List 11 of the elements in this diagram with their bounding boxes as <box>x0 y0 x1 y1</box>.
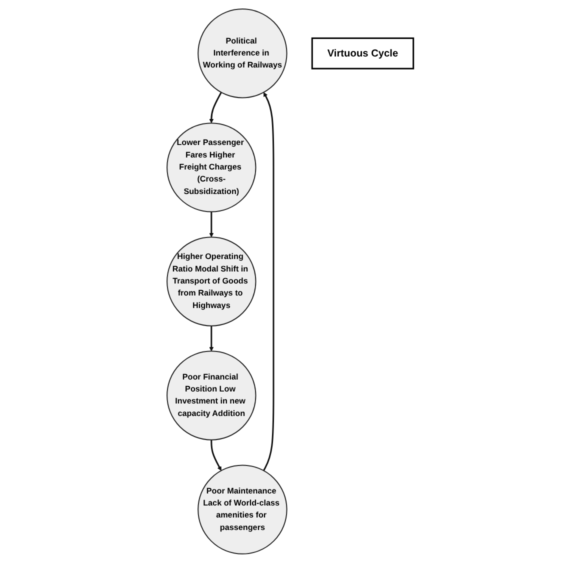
node-box: Virtuous Cycle <box>312 37 414 70</box>
arrow <box>210 440 222 471</box>
node-circle: Poor Financial Position Low Investment in new capacity Addition <box>166 350 257 440</box>
node-circle: Political Interference in Working of Railways <box>198 8 288 98</box>
node-circle: Lower Passenger Fares Higher Freight Charges (Cross-Subsidization) <box>166 122 257 212</box>
arrow <box>263 92 275 471</box>
node-circle: Higher Operating Ratio Modal Shift in Transport of Goods from Railways to Highways <box>166 236 257 326</box>
arrow <box>209 92 222 124</box>
arrow <box>209 212 214 238</box>
arrow <box>209 326 214 352</box>
node-circle: Poor Maintenance Lack of World-class amenities for passengers <box>198 464 288 554</box>
